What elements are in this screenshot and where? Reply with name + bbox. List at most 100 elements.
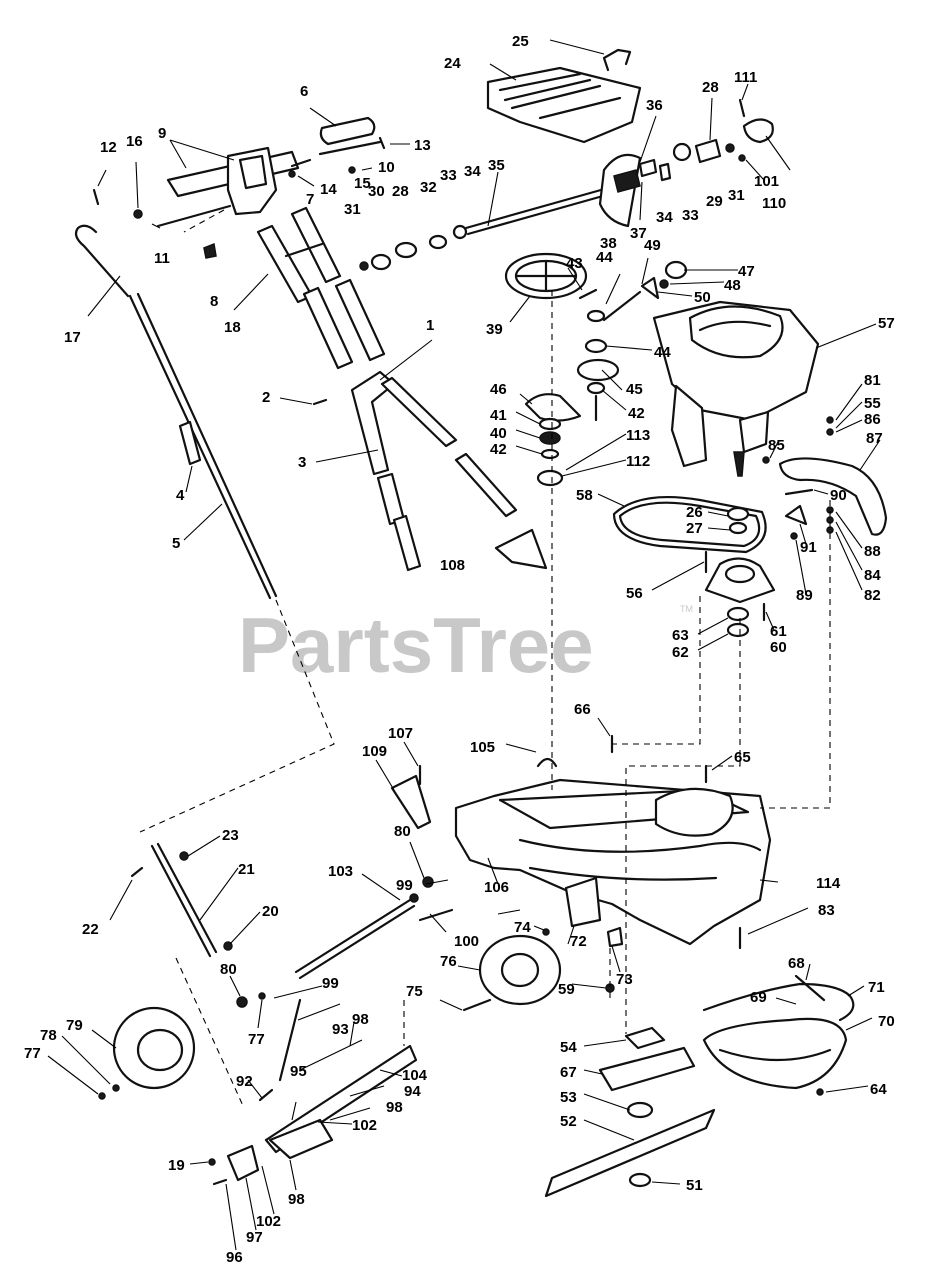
callout-label: 103 (328, 863, 353, 880)
part-58-belt (612, 495, 767, 554)
part-61-bearing-housing (704, 557, 776, 604)
part-87-muffler (778, 457, 888, 536)
callout-label: 89 (796, 587, 813, 604)
callout-label: 102 (256, 1213, 281, 1230)
callout-label: 69 (750, 989, 767, 1006)
part-51-nut (628, 1172, 652, 1188)
part-70-catcher (702, 1017, 848, 1090)
part-6-grip (319, 116, 376, 146)
callout-label: 72 (570, 933, 587, 950)
callout-label: 88 (864, 543, 881, 560)
part-74-nut (542, 928, 550, 936)
callout-label: 34 (464, 163, 481, 180)
callout-label: 46 (490, 381, 507, 398)
callout-label: 85 (768, 437, 785, 454)
callout-label: 12 (100, 139, 117, 156)
callout-label: 30 (368, 183, 385, 200)
callout-label: 51 (686, 1177, 703, 1194)
part-42b-washer (540, 448, 560, 460)
callout-label: 27 (686, 520, 703, 537)
callout-label: 15 (354, 175, 371, 192)
part-46-plate (524, 393, 582, 422)
callout-label: 75 (406, 983, 423, 1000)
part-21-lever-rod (150, 842, 218, 958)
part-64-nut (816, 1088, 824, 1096)
part-86-washer (826, 428, 834, 436)
part-7-nut (288, 170, 296, 178)
part-112-screw (738, 98, 746, 118)
callout-label: 100 (454, 933, 479, 950)
callout-label: 4 (176, 487, 185, 504)
callout-label: 81 (864, 372, 881, 389)
part-75-bolt (462, 998, 492, 1012)
callout-label: 65 (734, 749, 751, 766)
part-77-washer (258, 992, 266, 1000)
part-96-screw (212, 1178, 228, 1186)
callout-label: 37 (630, 225, 647, 242)
part-77b-washer (98, 1092, 106, 1100)
part-71-frame (702, 982, 855, 1022)
callout-label: 13 (414, 137, 431, 154)
part-16-washer (133, 209, 143, 219)
part-44b-washer (584, 338, 608, 354)
callout-label: 38 (600, 235, 617, 252)
part-24-shroud-cover (486, 66, 642, 144)
callout-label: 42 (628, 405, 645, 422)
callout-label: 80 (220, 961, 237, 978)
part-50-bracket (640, 276, 660, 300)
part-31-nut (359, 261, 369, 271)
callout-label: 50 (694, 289, 711, 306)
part-2-screw (312, 398, 328, 406)
part-25-clip (602, 48, 632, 72)
callout-label: 58 (576, 487, 593, 504)
callout-label: 98 (352, 1011, 369, 1028)
part-67-washer (626, 1101, 654, 1119)
part-97-plate (226, 1144, 260, 1182)
callout-label: 80 (394, 823, 411, 840)
callout-label: 60 (770, 639, 787, 656)
part-99-nut (409, 893, 419, 903)
callout-label: 68 (788, 955, 805, 972)
part-81-nut (826, 416, 834, 424)
callout-label: 94 (404, 1083, 421, 1100)
callout-label: 8 (210, 293, 218, 310)
callout-label: 105 (470, 739, 495, 756)
callout-label: 35 (488, 157, 505, 174)
parts-artwork (74, 48, 888, 1198)
callout-label: 23 (222, 827, 239, 844)
part-54-adapter (624, 1026, 666, 1050)
leader-lines (47, 39, 881, 1251)
callout-label: 98 (288, 1191, 305, 1208)
watermark: PartsTree (238, 601, 594, 689)
part-48-nut (659, 279, 669, 289)
part-80a-nut (236, 996, 248, 1008)
part-27-washer (728, 521, 748, 535)
part-34b-washer (658, 162, 672, 182)
part-85-nut (762, 456, 770, 464)
callout-label: 53 (560, 1089, 577, 1106)
callout-label: 31 (728, 187, 745, 204)
part-103-axle (294, 898, 416, 980)
callout-label: 5 (172, 535, 180, 552)
callout-label: 109 (362, 743, 387, 760)
callout-label: 11 (154, 250, 170, 267)
callout-label: 39 (486, 321, 503, 338)
callout-label: 114 (816, 875, 841, 892)
callout-label: 79 (66, 1017, 83, 1034)
part-45-pulley (576, 358, 620, 382)
callout-label: 29 (706, 193, 723, 210)
callout-label: 63 (672, 627, 689, 644)
callout-label: 108 (440, 557, 465, 574)
callout-label: 87 (866, 430, 883, 447)
part-80b-nut (422, 876, 434, 888)
callout-label: 24 (444, 55, 461, 72)
callout-label: 25 (512, 33, 529, 50)
part-90-bolt (784, 488, 814, 496)
callout-label: 66 (574, 701, 591, 718)
part-28-sleeve (694, 138, 722, 164)
part-32-bushings (394, 241, 418, 259)
callout-label: 22 (82, 921, 99, 938)
part-102-bracket (268, 1118, 334, 1160)
callout-label: 41 (490, 407, 507, 424)
